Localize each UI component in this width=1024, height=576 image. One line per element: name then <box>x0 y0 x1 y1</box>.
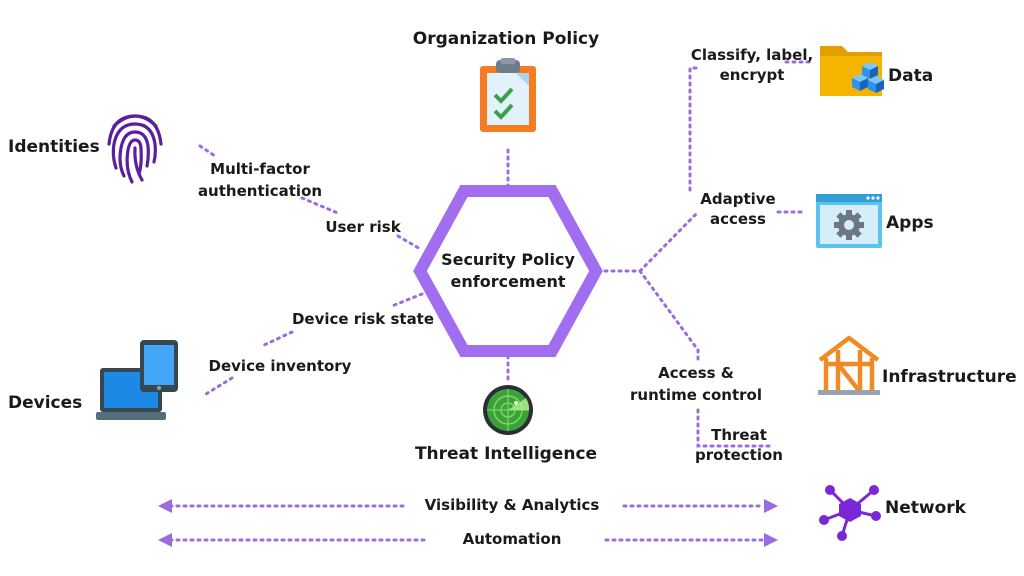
network-title: Network <box>885 498 966 518</box>
hexagon-label-line2: enforcement <box>450 272 566 292</box>
classify-label: Classify, label, encrypt <box>691 46 813 84</box>
arrow-left-automation <box>158 533 172 547</box>
device-risk-label: Device risk state <box>291 310 435 328</box>
line-user-risk-to-hexagon <box>396 234 424 252</box>
data-title: Data <box>888 66 934 86</box>
classify-label-line1: Classify, label, <box>690 46 814 64</box>
house-frame-icon <box>818 335 880 395</box>
devices-title: Devices <box>8 393 83 413</box>
line-device-risk-to-inventory <box>260 330 294 348</box>
organization-policy-title: Organization Policy <box>412 29 600 49</box>
adaptive-access-line1: Adaptive <box>700 190 776 208</box>
access-runtime-line2: runtime control <box>630 386 762 404</box>
threat-protection-line2: protection <box>695 446 783 464</box>
clipboard-check-icon <box>480 58 536 132</box>
apps-title: Apps <box>886 213 934 233</box>
line-access-to-threat <box>696 408 772 448</box>
threat-protection-label: Threat protection <box>695 426 783 464</box>
access-runtime-label: Access & runtime control <box>630 364 762 404</box>
device-inventory-label: Device inventory <box>208 357 352 375</box>
threat-intelligence-title: Threat Intelligence <box>414 444 598 464</box>
adaptive-access-label: Adaptive access <box>700 190 775 228</box>
line-adaptive-to-data <box>688 66 700 192</box>
mfa-label-line2: authentication <box>197 182 323 200</box>
arrow-right-automation <box>764 533 778 547</box>
line-junction-to-adaptive <box>638 210 700 273</box>
hexagon-label-line1: Security Policy <box>441 250 575 269</box>
mfa-label: Multi-factor authentication <box>198 160 322 200</box>
fingerprint-icon <box>107 114 163 184</box>
hexagon-label: Security Policy enforcement <box>441 250 575 291</box>
identities-title: Identities <box>8 137 100 157</box>
visibility-analytics-label: Visibility & Analytics <box>424 496 600 514</box>
security-policy-hexagon <box>413 185 603 357</box>
threat-protection-line1: Threat <box>711 426 767 444</box>
access-runtime-line1: Access & <box>658 364 734 382</box>
arrow-left-visibility <box>158 499 172 513</box>
line-junction-to-access <box>638 269 700 364</box>
automation-label: Automation <box>462 530 562 548</box>
line-hexagon-to-device-risk <box>390 292 424 308</box>
network-hub-icon <box>819 485 881 541</box>
line-to-identities <box>198 144 217 158</box>
adaptive-access-line2: access <box>710 210 766 228</box>
laptop-tablet-icon <box>96 340 178 420</box>
user-risk-label: User risk <box>325 218 401 236</box>
folder-cubes-icon <box>820 46 884 96</box>
arrow-right-visibility <box>764 499 778 513</box>
radar-icon <box>483 385 533 435</box>
gear-window-icon <box>816 194 882 248</box>
infrastructure-title: Infrastructure <box>882 367 1017 387</box>
classify-label-line2: encrypt <box>719 66 785 84</box>
mfa-label-line1: Multi-factor <box>210 160 310 178</box>
line-mfa-to-user-risk <box>300 196 342 216</box>
line-inventory-to-devices <box>204 376 234 396</box>
